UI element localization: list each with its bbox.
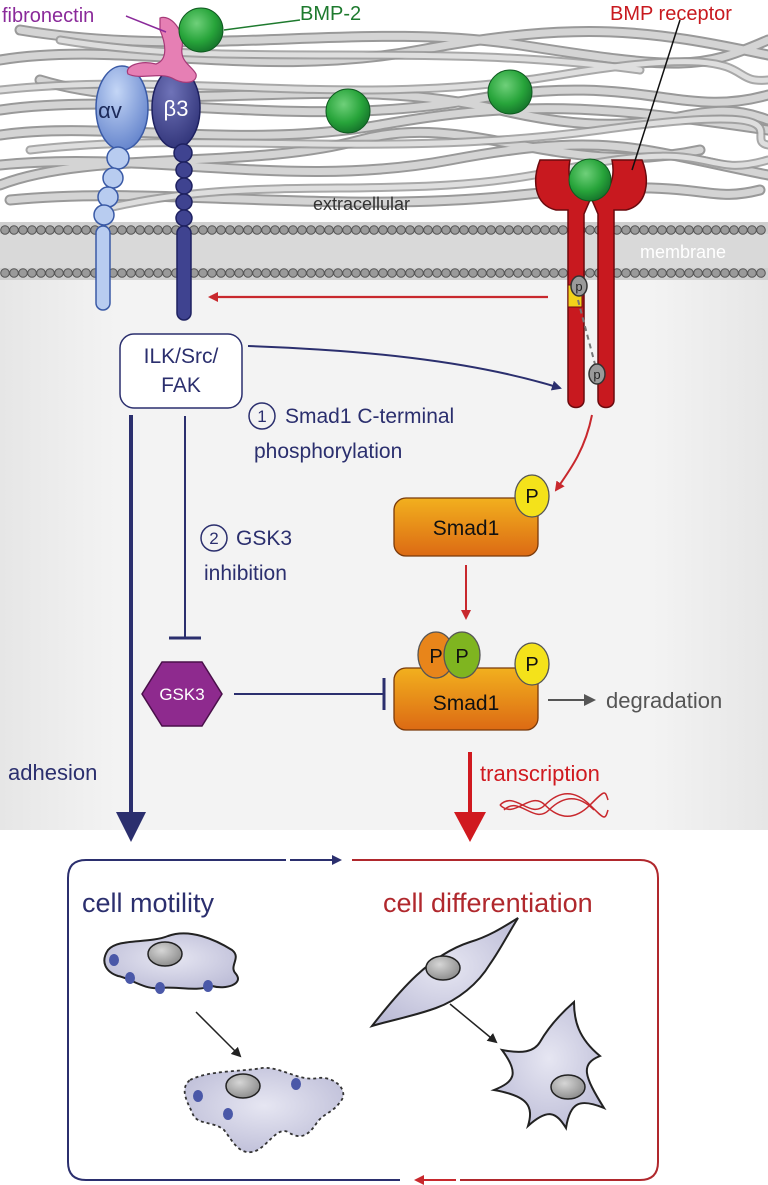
ilk-src-fak-box	[119, 333, 243, 409]
adhesion-label: adhesion	[8, 760, 97, 785]
smad1-top-label: Smad1	[433, 517, 500, 540]
cell-motility-title: cell motility	[82, 888, 215, 918]
bmp2-label: BMP-2	[300, 3, 361, 25]
ilk-label-line1: ILK/Src/	[144, 345, 219, 368]
gsk3-label: GSK3	[159, 685, 204, 704]
bmp-receptor	[534, 158, 648, 409]
smad1-bottom-p	[514, 642, 550, 686]
step1-number: 1	[257, 407, 266, 426]
integrin-beta3	[151, 67, 201, 321]
bmp-receptor-pointer	[631, 19, 681, 171]
smad1-linker-p-green	[443, 631, 481, 679]
bmp-receptor-label: BMP receptor	[610, 3, 732, 25]
smad1-top-p	[514, 474, 550, 518]
smad1-top-p-label: P	[525, 486, 538, 508]
gsk3-hexagon	[141, 661, 223, 727]
motile-cell-spread	[103, 932, 239, 994]
smad1-bottom-label: Smad1	[433, 692, 500, 715]
dna-helix-icon	[499, 792, 609, 818]
beta3-label: β3	[164, 96, 189, 121]
smad1-phospho	[393, 497, 539, 557]
ilk-to-receptor-arrow	[247, 345, 562, 391]
extracellular-label: extracellular	[313, 194, 410, 214]
fibronectin-label: fibronectin	[2, 5, 94, 27]
step1-line2: phosphorylation	[254, 440, 402, 463]
degradation-label: degradation	[606, 688, 722, 713]
cell-membrane	[0, 222, 768, 280]
receptor-p-bottom: p	[593, 367, 600, 382]
alpha-v-label: αv	[98, 98, 122, 123]
receptor-p-top: p	[575, 279, 582, 294]
cell-differentiation-title: cell differentiation	[383, 888, 593, 918]
ilk-label-line2: FAK	[161, 374, 201, 397]
receptor-to-smad1-arrow	[554, 414, 593, 492]
bmp2-molecules	[178, 7, 533, 134]
differentiation-cell-star	[490, 999, 607, 1131]
motility-progression-arrow	[195, 1011, 242, 1058]
smad1-linker-p-green-label: P	[455, 646, 468, 668]
step1-circle	[248, 402, 276, 430]
smad1-linker-p-orange-label: P	[429, 646, 442, 668]
transcription-arrowhead	[454, 812, 486, 842]
integrin-alpha-v	[93, 65, 149, 311]
bmp2-pointer	[223, 19, 301, 31]
step2-line2: inhibition	[204, 562, 287, 585]
differentiation-cell-spindle	[369, 917, 519, 1028]
step2-number: 2	[209, 529, 218, 548]
smad1-bottom-p-label: P	[525, 654, 538, 676]
extracellular-matrix	[0, 24, 768, 215]
step1-line1: Smad1 C-terminal	[285, 405, 454, 428]
cell-motility-frame	[67, 859, 400, 1181]
step2-circle	[200, 524, 228, 552]
motile-cell-migrating	[183, 1067, 345, 1153]
differentiation-progression-arrow	[449, 1003, 498, 1044]
fibronectin-pointer	[125, 15, 167, 33]
adhesion-arrowhead	[116, 812, 146, 842]
membrane-label: membrane	[640, 242, 726, 262]
cell-differentiation-frame	[352, 859, 659, 1181]
step2-line1: GSK3	[236, 527, 292, 550]
transcription-label: transcription	[480, 761, 600, 786]
